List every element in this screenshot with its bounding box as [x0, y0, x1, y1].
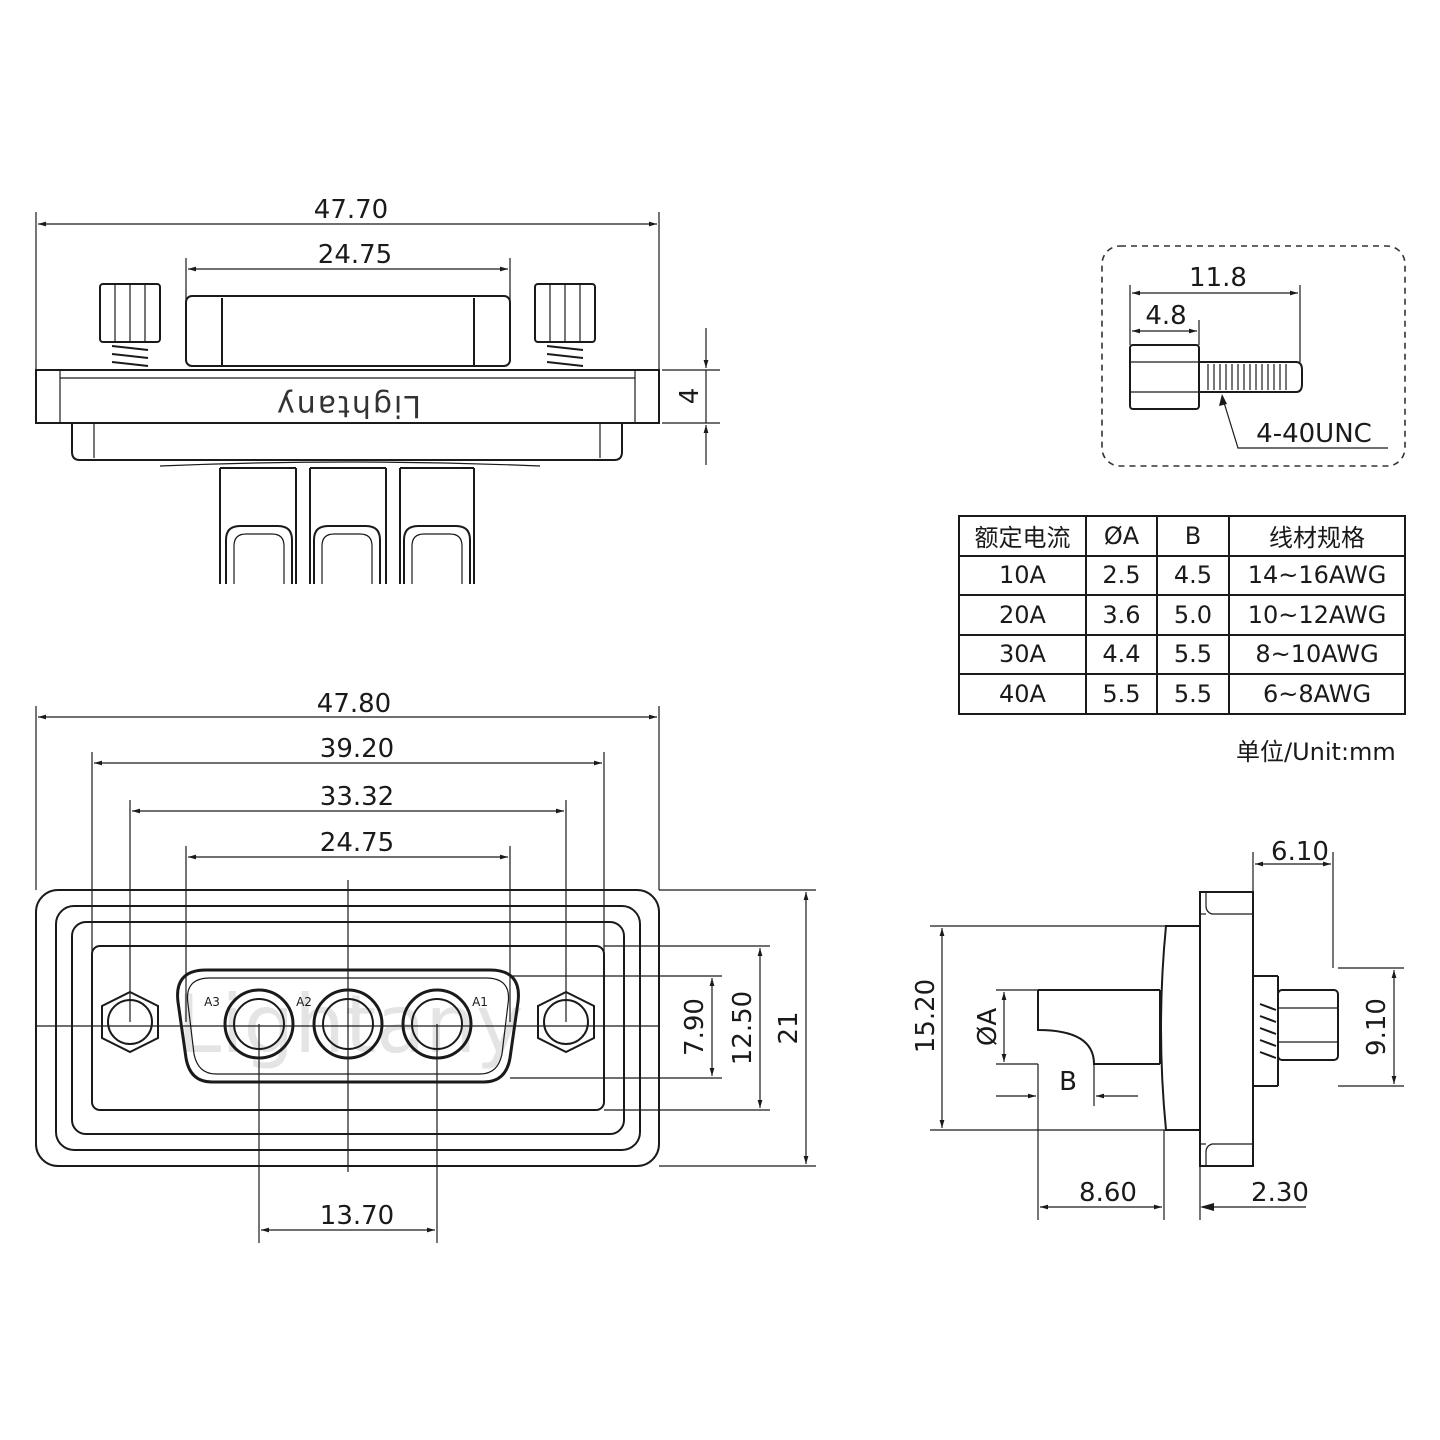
pin-label-a1: A1: [472, 995, 488, 1009]
dim-b-label: B: [1059, 1067, 1077, 1097]
pin-label-a3: A3: [204, 995, 220, 1009]
table-cell: 5.5: [1085, 673, 1158, 715]
dim-side-top: 6.10: [1271, 837, 1329, 867]
table-row: 30A 4.4 5.5 8~10AWG: [958, 633, 1406, 675]
dim-inner-height: 12.50: [728, 991, 758, 1065]
contact-tails: [219, 467, 475, 584]
dim-screw-head: 4.8: [1145, 301, 1186, 331]
table-row: 20A 3.6 5.0 10~12AWG: [958, 594, 1406, 636]
side-screw-nut: [1277, 989, 1339, 1061]
dim-shell-height: 7.90: [680, 998, 710, 1056]
dim-front-shell-width: 24.75: [320, 828, 394, 858]
dim-side-height-left: 15.20: [911, 979, 941, 1053]
table-header-current: 额定电流: [958, 515, 1087, 557]
unit-note: 单位/Unit:mm: [1236, 738, 1396, 766]
jack-screw-right: [534, 283, 596, 367]
hex-screw-right: [537, 990, 595, 1054]
dim-screw-pitch: 33.32: [320, 782, 394, 812]
table-cell: 2.5: [1085, 554, 1158, 596]
jack-screw-left: [99, 283, 161, 367]
side-flange: [1199, 891, 1254, 1167]
brand-logo-text: Lightany: [275, 388, 421, 423]
dim-top-shell-width: 24.75: [318, 240, 392, 270]
dim-side-height-right: 9.10: [1362, 998, 1392, 1056]
dim-side-bottom-right: 2.30: [1251, 1178, 1309, 1208]
table-header-wire: 线材规格: [1228, 515, 1406, 557]
dim-overall-height: 21: [774, 1011, 804, 1044]
table-header-row: 额定电流 ØA B 线材规格: [958, 515, 1406, 557]
table-cell: 5.5: [1156, 633, 1230, 675]
side-contact: [1037, 989, 1161, 1065]
table-header-diameter: ØA: [1085, 515, 1158, 557]
d-shell-front: [176, 968, 520, 1084]
side-view: 6.10 15.20 ØA B: [911, 837, 1404, 1220]
dim-screw-length: 11.8: [1189, 263, 1247, 293]
table-row: 10A 2.5 4.5 14~16AWG: [958, 554, 1406, 596]
dim-pin-span: 13.70: [320, 1201, 394, 1231]
dim-flange-thickness: 4: [675, 388, 705, 405]
table-cell: 5.5: [1156, 673, 1230, 715]
table-cell: 30A: [958, 633, 1087, 675]
screw-detail: 11.8 4.8 4-40UNC: [1101, 245, 1406, 467]
side-body: [1160, 925, 1200, 1131]
table-cell: 20A: [958, 594, 1087, 636]
pin-label-a2: A2: [296, 995, 312, 1009]
flange-top: [35, 369, 660, 424]
table-cell: 6~8AWG: [1228, 673, 1406, 715]
table-cell: 4.5: [1156, 554, 1230, 596]
screw-thread: [1199, 361, 1303, 393]
spec-table: 额定电流 ØA B 线材规格 10A 2.5 4.5 14~16AWG 20A …: [958, 515, 1406, 715]
table-row: 40A 5.5 5.5 6~8AWG: [958, 673, 1406, 715]
table-cell: 4.4: [1085, 633, 1158, 675]
table-cell: 5.0: [1156, 594, 1230, 636]
screw-hex-head: [1129, 344, 1200, 410]
table-cell: 40A: [958, 673, 1087, 715]
table-cell: 14~16AWG: [1228, 554, 1406, 596]
table-cell: 8~10AWG: [1228, 633, 1406, 675]
front-view: Lightany 47.80 39.20 33.32 24.75: [35, 689, 816, 1243]
dim-top-overall-width: 47.70: [314, 195, 388, 225]
table-cell: 10~12AWG: [1228, 594, 1406, 636]
dim-diameter-a: ØA: [973, 1008, 1003, 1046]
thread-spec-label: 4-40UNC: [1256, 419, 1372, 449]
table-cell: 3.6: [1085, 594, 1158, 636]
dsub-shell-top: [185, 295, 511, 367]
detail-frame: [1101, 245, 1406, 467]
body-lower: [71, 423, 623, 461]
dim-front-width-2: 39.20: [320, 734, 394, 764]
dim-side-bottom-left: 8.60: [1079, 1178, 1137, 1208]
top-view: 47.70 24.75 Lightany: [35, 195, 720, 584]
table-cell: 10A: [958, 554, 1087, 596]
hex-screw-left: [101, 990, 159, 1054]
table-header-b: B: [1156, 515, 1230, 557]
dim-front-overall-width: 47.80: [317, 689, 391, 719]
